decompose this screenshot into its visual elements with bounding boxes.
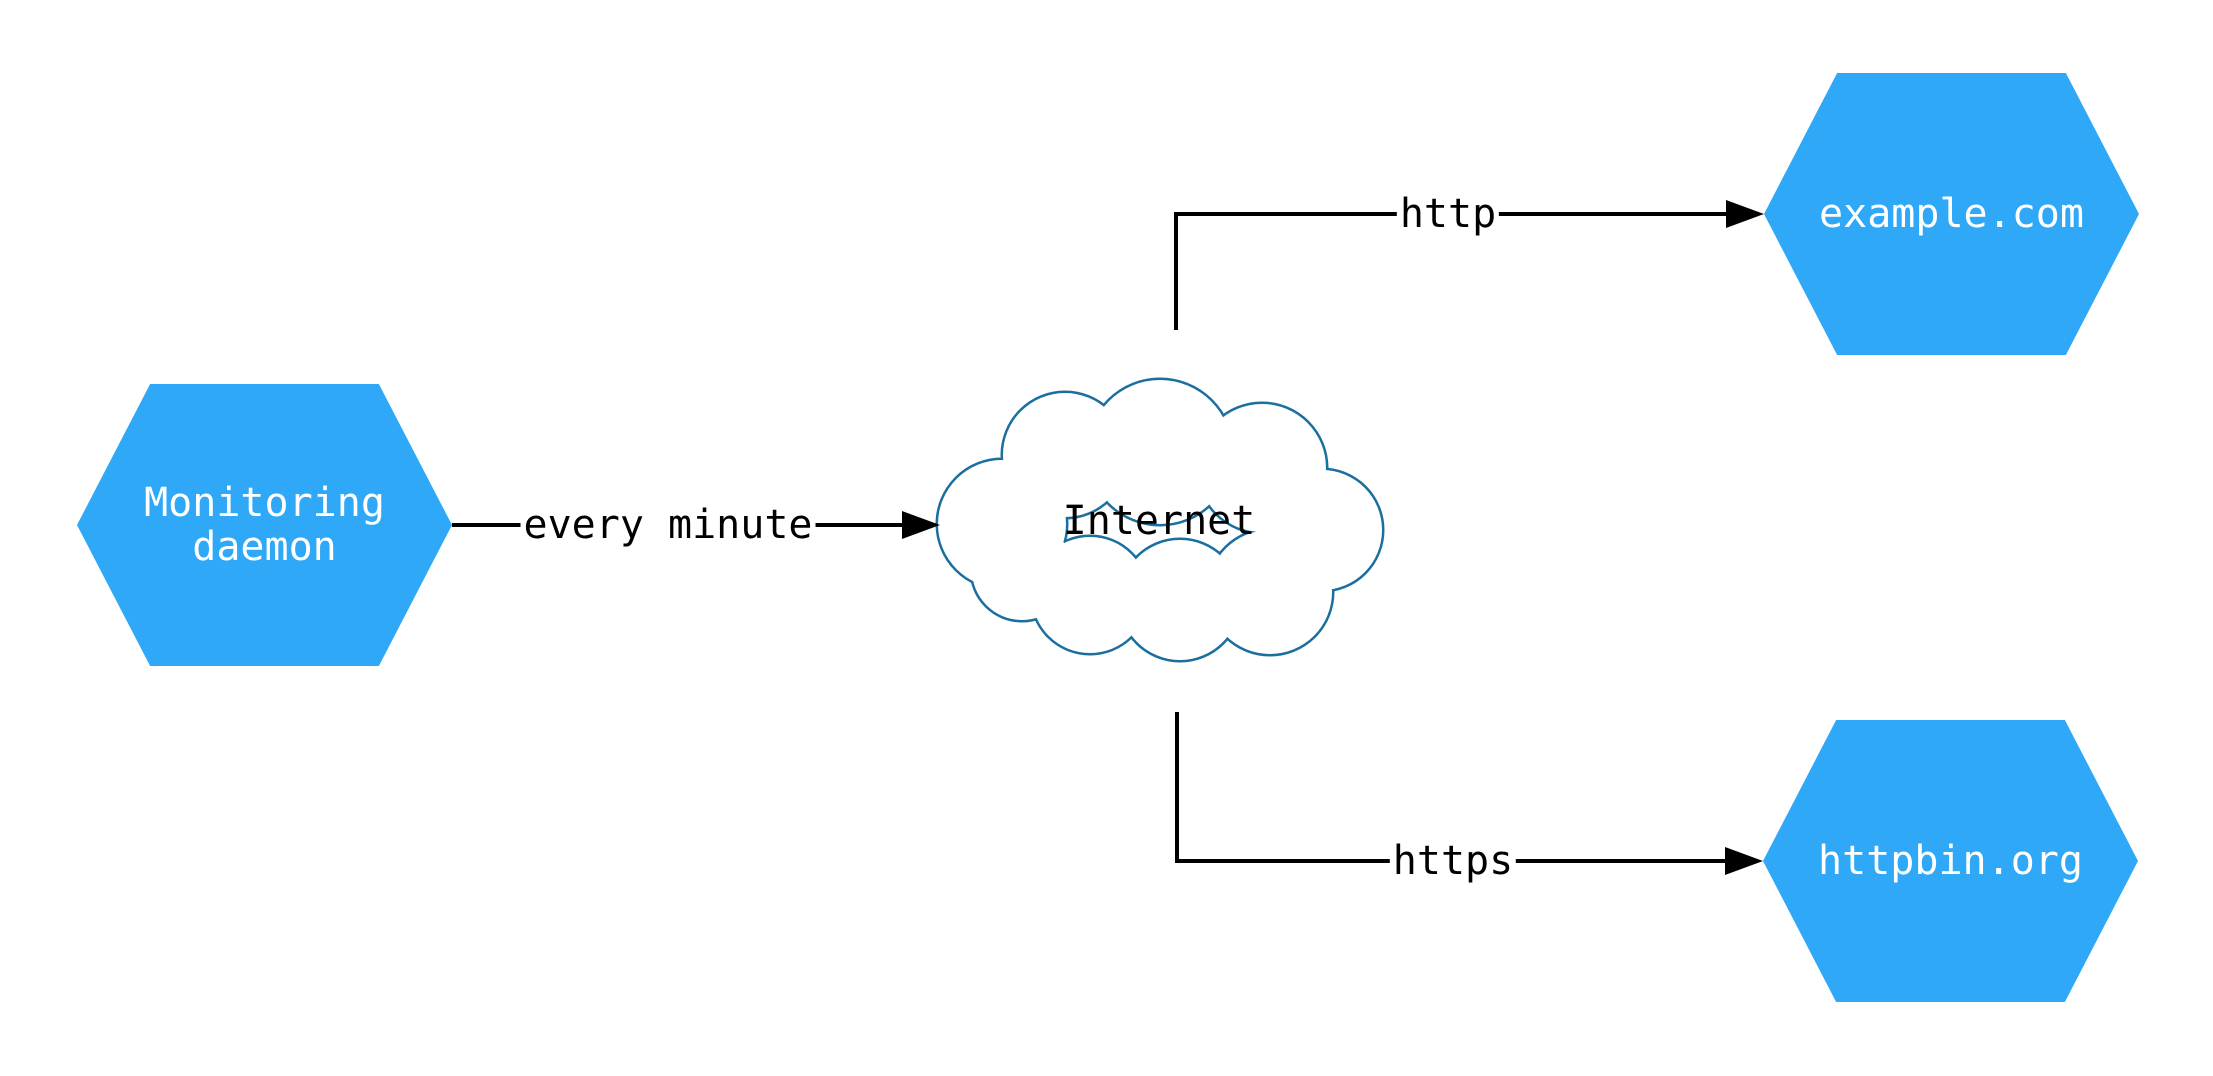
node-example-com: example.com — [1764, 73, 2139, 355]
edge-label-http: http — [1396, 191, 1500, 237]
node-monitoring-daemon-label-line2: daemon — [192, 524, 337, 570]
node-example-com-label: example.com — [1819, 191, 2084, 237]
node-internet-label: Internet — [1062, 498, 1256, 544]
node-monitoring-daemon: Monitoring daemon — [77, 384, 452, 666]
edge-every-minute-arrowhead-icon — [902, 511, 940, 539]
edge-label-every-minute: every minute — [520, 502, 816, 548]
node-monitoring-daemon-label-line1: Monitoring — [144, 480, 385, 526]
edge-label-https: https — [1389, 838, 1517, 884]
node-httpbin-org-label: httpbin.org — [1818, 838, 2083, 884]
edge-http-arrowhead-icon — [1726, 200, 1764, 228]
node-httpbin-org: httpbin.org — [1763, 720, 2138, 1002]
edge-https-arrowhead-icon — [1725, 847, 1763, 875]
